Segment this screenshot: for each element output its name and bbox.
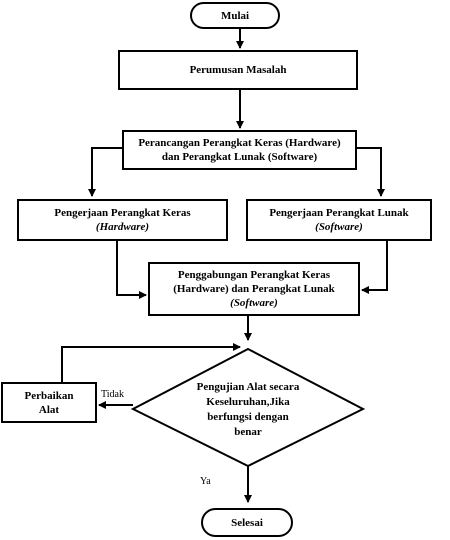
hardware-work-box: Pengerjaan Perangkat Keras (Hardware) xyxy=(17,199,228,241)
decision-label-line3: berfungsi dengan xyxy=(207,411,289,423)
start-label: Mulai xyxy=(220,9,250,22)
repair-box: Perbaikan Alat xyxy=(1,382,97,423)
start-terminal: Mulai xyxy=(190,2,280,29)
problem-formulation-box: Perumusan Masalah xyxy=(118,50,358,90)
software-work-label-line1: Pengerjaan Perangkat Lunak xyxy=(269,207,409,219)
hardware-work-label-line1: Pengerjaan Perangkat Keras xyxy=(54,207,191,219)
repair-label-line2: Alat xyxy=(38,403,60,416)
hardware-work-label-line2: (Hardware) xyxy=(95,221,150,233)
decision-label-line1: Pengujian Alat secara xyxy=(196,381,300,393)
arrow-fix-to-decision xyxy=(61,343,241,382)
arrow-design-to-hw xyxy=(88,147,122,197)
design-box: Perancangan Perangkat Keras (Hardware) d… xyxy=(122,130,357,170)
decision-label-line2: Keseluruhan,Jika xyxy=(206,396,290,408)
arrow-sw-to-merge xyxy=(361,241,388,294)
yes-branch-label: Ya xyxy=(200,476,211,487)
integration-box: Penggabungan Perangkat Keras (Hardware) … xyxy=(148,262,360,316)
integration-label-line1: Penggabungan Perangkat Keras xyxy=(177,269,331,281)
end-terminal: Selesai xyxy=(201,508,293,537)
design-label-line1: Perancangan Perangkat Keras (Hardware) xyxy=(138,137,341,149)
decision-diamond xyxy=(130,347,366,468)
arrow-design-to-sw xyxy=(357,147,385,197)
software-work-box: Pengerjaan Perangkat Lunak (Software) xyxy=(246,199,432,241)
decision-text: Pengujian Alat secara Keseluruhan,Jika b… xyxy=(183,380,313,440)
decision-label-line4: benar xyxy=(234,426,262,438)
software-work-label-line2: (Software) xyxy=(315,221,363,233)
integration-label-line3: (Software) xyxy=(230,297,278,309)
integration-label-line2: (Hardware) dan Perangkat Lunak xyxy=(173,283,335,295)
end-label: Selesai xyxy=(231,516,263,529)
no-branch-label: Tidak xyxy=(101,389,124,400)
design-label-line2: dan Perangkat Lunak (Software) xyxy=(161,151,318,163)
problem-formulation-label: Perumusan Masalah xyxy=(189,64,287,76)
repair-label-line1: Perbaikan xyxy=(24,389,74,402)
arrow-hw-to-merge xyxy=(116,240,147,299)
